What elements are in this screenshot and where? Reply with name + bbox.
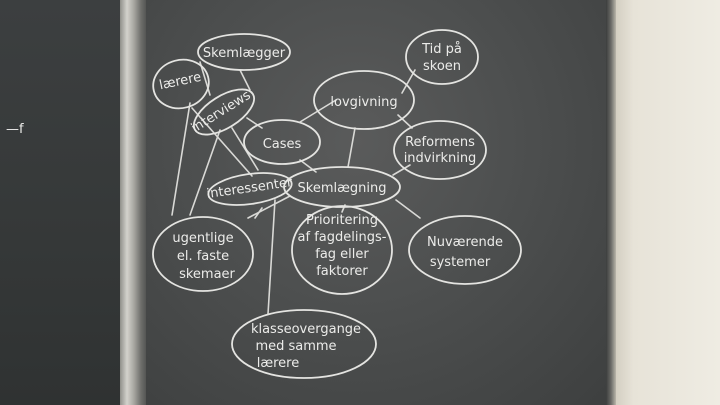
chalkboard-frame-divider	[120, 0, 148, 405]
node-label: systemer	[430, 255, 491, 270]
node-outline	[152, 58, 210, 110]
node-label: fag eller	[315, 247, 369, 262]
node-outline	[231, 309, 377, 379]
node-outline	[408, 215, 522, 285]
node-nuvaerende-systemer: Nuværende systemer	[408, 215, 522, 285]
node-label: af fagdelings-	[298, 230, 387, 245]
connector-line	[347, 127, 356, 168]
node-laerere: lærere	[152, 58, 210, 110]
node-outline	[152, 216, 254, 292]
connector-line	[189, 129, 221, 216]
node-prioritering: Prioritering af fagdelings- fag eller fa…	[291, 205, 393, 295]
node-ugentlige-skemaer: ugentlige el. faste skemaer	[152, 216, 254, 292]
node-label: Skemlægger	[203, 46, 286, 61]
node-outline	[291, 205, 393, 295]
connector-line	[239, 69, 251, 91]
connector-line	[247, 195, 291, 219]
connector-line	[191, 107, 253, 177]
node-outline	[405, 29, 479, 85]
node-label: interessenter	[206, 175, 294, 202]
node-label: skemaer	[179, 267, 235, 282]
node-label: Skemlægning	[298, 181, 387, 196]
connector-line	[397, 114, 413, 129]
node-label: med samme	[255, 339, 336, 354]
node-outline	[283, 166, 401, 208]
node-reformens-indvirkning: Reformens indvirkning	[393, 120, 487, 180]
node-klasseovergange: klasseovergange med samme lærere	[231, 309, 377, 379]
node-label: Tid på	[421, 42, 462, 57]
node-label: el. faste	[177, 249, 229, 264]
node-label: Cases	[263, 137, 302, 152]
node-outline	[393, 120, 487, 180]
connector-line	[395, 199, 421, 219]
node-label: lærere	[257, 356, 300, 371]
node-label: lovgivning	[330, 95, 397, 110]
connector-line	[171, 102, 191, 216]
wall	[612, 0, 720, 405]
connector-line	[254, 207, 263, 219]
node-cases: Cases	[243, 119, 321, 165]
chalkboard-right-edge	[606, 0, 616, 405]
connector-line	[267, 199, 276, 315]
node-outline	[193, 88, 255, 136]
connector-line	[246, 117, 263, 129]
node-label: Reformens	[405, 135, 475, 150]
node-outline	[243, 119, 321, 165]
node-label: klasseovergange	[251, 322, 361, 337]
node-label: indvirkning	[404, 151, 477, 166]
node-interessenter: interessenter	[206, 172, 294, 206]
node-outline	[197, 33, 291, 71]
node-lovgivning: lovgivning	[313, 70, 415, 130]
connector-line	[392, 164, 411, 176]
margin-mark: —f	[6, 122, 24, 137]
node-tid-paa-skoen: Tid på skoen	[405, 29, 479, 85]
node-label: Prioritering	[306, 213, 378, 228]
node-skemalaegning: Skemlægning	[283, 166, 401, 208]
node-label: skoen	[423, 59, 461, 74]
node-label: lærere	[158, 70, 203, 94]
node-outline	[207, 172, 293, 206]
node-label: Nuværende	[427, 235, 503, 250]
node-label: ugentlige	[172, 231, 233, 246]
node-outline	[313, 70, 415, 130]
node-skemalaegger: Skemlægger	[197, 33, 291, 71]
chalkboard-left-panel	[0, 0, 122, 405]
node-label: faktorer	[316, 264, 368, 279]
